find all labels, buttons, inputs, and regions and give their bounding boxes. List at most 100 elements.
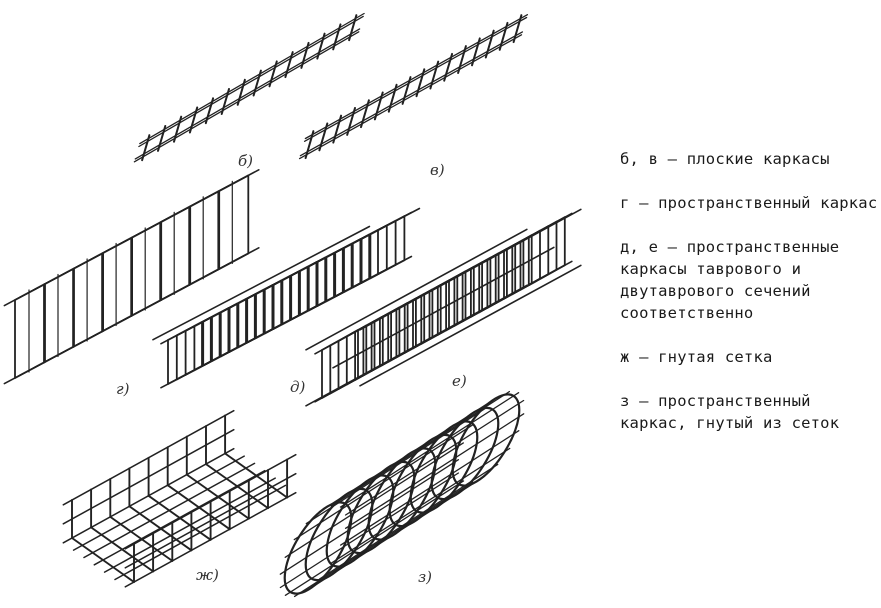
longitudinal-bar [332, 246, 555, 369]
transverse-bar [415, 68, 426, 98]
stirrup [159, 283, 192, 302]
longitudinal-bar [340, 430, 520, 546]
reinforcement-frames-figure: б) в) г) д) е) ж) з) [3, 12, 582, 598]
longitudinal-bar [330, 447, 511, 564]
bent-cage-z [279, 390, 525, 598]
stirrup [130, 299, 163, 317]
tee-section-frame-d [152, 207, 421, 389]
stirrup [72, 330, 104, 348]
stirrup [527, 264, 566, 287]
legend-item-g: г — пространственный каркас [620, 194, 878, 212]
longitudinal-bar [304, 14, 529, 140]
transverse-bar [128, 505, 193, 552]
transverse-bar [224, 452, 289, 499]
longitudinal-bar [318, 396, 498, 513]
stirrup [72, 252, 104, 270]
stirrup [369, 215, 406, 236]
label-v: в) [430, 161, 445, 179]
transverse-bar [205, 463, 269, 510]
longitudinal-bar [279, 472, 460, 589]
transverse-bar [316, 32, 326, 60]
transverse-bar [220, 88, 230, 115]
longitudinal-bar [298, 34, 523, 160]
transverse-bar [429, 60, 440, 90]
longitudinal-bar [344, 413, 525, 529]
transverse-bar [457, 45, 467, 74]
longitudinal-bar [279, 459, 460, 575]
stirrup [217, 174, 250, 193]
label-z: з) [418, 568, 432, 586]
stirrup [14, 283, 46, 301]
label-g: г) [116, 380, 130, 398]
transverse-bar [443, 52, 454, 82]
transverse-bar [166, 484, 231, 531]
legend: б, в — плоские каркасы г — пространствен… [620, 148, 878, 456]
label-b: б) [238, 152, 253, 170]
transverse-bar [332, 114, 343, 144]
stirrup [217, 252, 250, 271]
transverse-bar [109, 515, 174, 562]
transverse-bar [484, 29, 495, 59]
longitudinal-bar [139, 12, 365, 145]
longitudinal-bar [330, 390, 511, 507]
flat-frame-v [298, 14, 529, 160]
transverse-bar [498, 21, 509, 51]
spatial-frame-g [3, 169, 260, 385]
bent-mesh-zh [62, 409, 297, 588]
legend-item-b-v: б, в — плоские каркасы [620, 150, 830, 168]
label-zh: ж) [196, 566, 219, 584]
transverse-bar [185, 473, 250, 520]
transverse-bar [401, 76, 412, 105]
flat-frame-b [133, 12, 365, 163]
transverse-bar [360, 99, 370, 129]
stirrup [188, 267, 221, 286]
transverse-bar [318, 122, 329, 152]
stirrup [159, 205, 192, 224]
longitudinal-bar [339, 392, 520, 508]
transverse-bar [204, 97, 215, 125]
longitudinal-bar [293, 481, 474, 598]
legend-item-zh: ж — гнутая сетка [620, 348, 773, 366]
longitudinal-bar [344, 399, 525, 516]
i-section-frame-e [305, 208, 582, 407]
transverse-bar [346, 107, 356, 136]
stirrup [43, 345, 75, 364]
stirrup [101, 236, 134, 255]
longitudinal-bar [284, 480, 465, 596]
transverse-bar [512, 14, 523, 44]
transverse-bar [173, 115, 183, 143]
legend-item-z: з — пространственный каркас, гнутый из с… [620, 392, 840, 432]
transverse-bar [284, 51, 294, 79]
transverse-bar [188, 106, 199, 134]
longitudinal-bar [133, 31, 360, 163]
stirrup [369, 259, 406, 280]
transverse-bar [268, 60, 278, 88]
transverse-bar [471, 37, 481, 67]
stirrup [188, 189, 221, 208]
legend-item-d-e: д, е — пространственные каркасы тавровог… [620, 238, 840, 322]
transverse-bar [236, 78, 246, 106]
longitudinal-bar [293, 424, 474, 541]
transverse-bar [141, 134, 151, 162]
transverse-bar [304, 130, 315, 160]
longitudinal-bar [152, 225, 371, 341]
stirrup [14, 361, 46, 379]
longitudinal-bar [299, 31, 524, 157]
longitudinal-bar [138, 15, 364, 148]
transverse-bar [90, 526, 155, 573]
longitudinal-bar [305, 408, 485, 525]
stirrup [101, 314, 134, 333]
longitudinal-bar [306, 475, 486, 592]
transverse-bar [147, 494, 212, 541]
longitudinal-bar [319, 463, 499, 580]
longitudinal-bar [284, 442, 464, 558]
longitudinal-bar [134, 28, 361, 160]
transverse-bar [300, 41, 310, 69]
transverse-bar [71, 537, 135, 583]
transverse-bar [387, 83, 398, 113]
longitudinal-bar [359, 264, 582, 387]
transverse-bar [332, 23, 342, 51]
transverse-bar [373, 91, 384, 121]
stirrup [130, 221, 163, 239]
stirrup [43, 267, 75, 286]
